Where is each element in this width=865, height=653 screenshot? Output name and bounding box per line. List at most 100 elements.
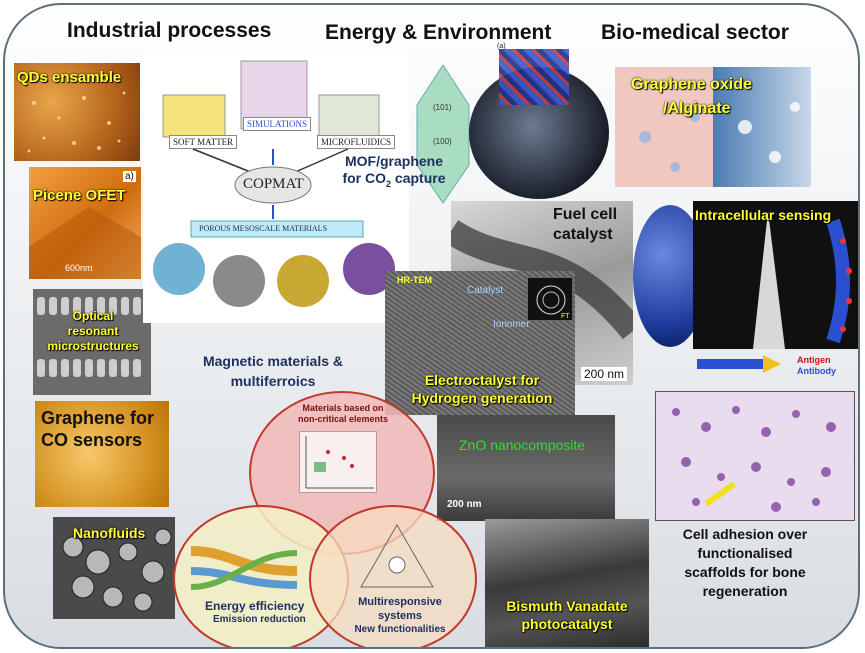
- porous-banner: POROUS MESOSCALE MATERIALS: [199, 224, 328, 233]
- mof-label-sub: 2: [386, 178, 392, 189]
- mof-crystal: [413, 65, 473, 205]
- fuel-cell-fibers: [451, 219, 633, 340]
- multiresponsive-triangle-graphic: [360, 524, 434, 588]
- content-frame: Industrial processes Energy & Environmen…: [3, 3, 860, 649]
- bismuth-label-line: photocatalyst: [521, 616, 613, 632]
- venn-right-line: New functionalities: [354, 624, 446, 635]
- optical-pillars: [37, 297, 141, 377]
- intracell-image: [693, 201, 858, 349]
- energy-sankey-graphic: [191, 546, 297, 590]
- mof-label-line: for CO2 capture: [339, 170, 449, 193]
- mof-label-part: for CO: [342, 170, 387, 186]
- optical-label-line: resonant: [67, 324, 119, 338]
- soft-matter-label: SOFT MATTER: [169, 135, 238, 149]
- go-alginate-label: Graphene oxide /Alginate: [631, 73, 752, 121]
- picene-label: Picene OFET: [33, 187, 126, 204]
- bismuth-image: [485, 519, 649, 647]
- antibody-probe: [697, 349, 781, 379]
- venn-left-line: Emission reduction: [213, 614, 306, 625]
- picene-tag: a): [123, 171, 136, 182]
- optical-label-line: Optical: [72, 309, 114, 323]
- go-alginate-label-line: Graphene oxide: [631, 76, 752, 93]
- mof-label: MOF/graphene for CO2 capture: [339, 153, 449, 193]
- cell-adhesion-label-line: Cell adhesion over: [682, 526, 808, 542]
- header-energy: Energy & Environment: [325, 21, 552, 44]
- fft-inset: [527, 277, 573, 321]
- antibody-probe-graphic: [697, 355, 781, 373]
- fuel-cell-scale: 200 nm: [581, 367, 628, 381]
- mof-corner-tag: (a): [497, 43, 506, 50]
- magnetic-label: Magnetic materials & multiferroics: [183, 351, 363, 391]
- mof-face-1: (101): [433, 103, 452, 112]
- venn-top-label: Materials based on non-critical elements: [283, 403, 403, 425]
- nanofluids-label: Nanofluids: [73, 525, 146, 541]
- fuel-cell-label-line: Fuel cell: [553, 206, 618, 223]
- venn-mini-plot: [299, 431, 377, 493]
- venn-circle-multiresponsive: [309, 505, 477, 647]
- fuel-cell-label-line: catalyst: [553, 226, 613, 243]
- fft-label: FT: [561, 313, 570, 320]
- go-alginate-cells: [639, 102, 800, 172]
- copmat-diagram: SOFT MATTER SIMULATIONS MICROFLUIDICS CO…: [143, 55, 409, 323]
- qds-image: [14, 63, 140, 161]
- zno-image: [437, 415, 615, 521]
- cell-adhesion-label: Cell adhesion over functionalised scaffo…: [655, 525, 835, 601]
- venn-right-label: Multiresponsive systems New functionalit…: [335, 595, 465, 637]
- optical-label-line: microstructures: [47, 339, 139, 353]
- electro-label: Electroctalyst for Hydrogen generation: [391, 371, 573, 407]
- bismuth-label: Bismuth Vanadate photocatalyst: [489, 597, 645, 633]
- electro-label-line: Electroctalyst for: [424, 372, 540, 388]
- graphene-co-label-line: Graphene for: [41, 408, 155, 428]
- energy-sankey: [191, 541, 297, 595]
- bismuth-label-line: Bismuth Vanadate: [506, 598, 628, 614]
- venn-top-line: Materials based on: [302, 403, 384, 413]
- go-alginate-image: [615, 67, 811, 187]
- fft-rings: [536, 285, 566, 315]
- fuel-cell-label: Fuel cell catalyst: [553, 205, 617, 245]
- cell-adhesion-image: [655, 391, 855, 521]
- nanofluids-image: [53, 517, 175, 619]
- venn-mini-plot-graphic: [305, 436, 374, 489]
- cell-adhesion-label-line: regeneration: [702, 583, 788, 599]
- magnetic-label-line: multiferroics: [230, 373, 316, 389]
- venn-left-line: Energy efficiency: [205, 599, 305, 613]
- mof-face-2: (100): [433, 137, 452, 146]
- picene-scale: 600nm: [65, 263, 93, 273]
- graphene-co-image: [35, 401, 169, 507]
- electro-label-line: Hydrogen generation: [411, 390, 553, 406]
- qds-label: QDs ensamble: [17, 69, 122, 86]
- cell-adhesion-cells: [672, 406, 836, 512]
- copmat-center-label: COPMAT: [243, 176, 304, 192]
- optical-image: [33, 289, 151, 395]
- catalyst-label: Catalyst: [467, 285, 504, 296]
- microfluidics-label: MICROFLUIDICS: [317, 135, 396, 149]
- qds-dots: [27, 91, 126, 153]
- venn-right-line: Multiresponsive systems: [358, 596, 442, 622]
- mof-label-part: capture: [391, 170, 446, 186]
- go-alginate-label-line: /Alginate: [663, 100, 731, 117]
- venn-left-label: Energy efficiency Emission reduction: [205, 599, 306, 627]
- simulations-label: SIMULATIONS: [243, 117, 312, 131]
- mof-crystal-shape: [416, 65, 470, 204]
- ionomer-label: Ionomer: [493, 319, 530, 330]
- graphene-co-label: Graphene for CO sensors: [41, 407, 154, 451]
- multiresponsive-triangle: [357, 521, 437, 591]
- zno-scale: 200 nm: [447, 499, 482, 510]
- picene-image: [29, 167, 141, 279]
- graphene-co-label-line: CO sensors: [41, 430, 143, 450]
- hrtem-label: HR-TEM: [397, 275, 432, 285]
- intracell-needle: [753, 211, 852, 349]
- optical-label: Optical resonant microstructures: [35, 309, 151, 354]
- cell-adhesion-label-line: scaffolds for bone: [684, 564, 806, 580]
- intracell-label: Intracellular sensing: [695, 207, 832, 223]
- mof-lattice: [499, 49, 569, 105]
- header-industrial: Industrial processes: [67, 19, 272, 42]
- picene-terrace: [29, 207, 141, 279]
- antigen-label: Antigen: [797, 355, 831, 365]
- header-bio: Bio-medical sector: [601, 21, 789, 44]
- venn-top-line: non-critical elements: [297, 414, 389, 424]
- magnetic-label-line: Magnetic materials &: [202, 353, 344, 369]
- cell-adhesion-label-line: functionalised: [697, 545, 793, 561]
- mof-label-line: MOF/graphene: [344, 153, 443, 169]
- antigen-antibody-legend: Antigen Antibody: [797, 355, 836, 377]
